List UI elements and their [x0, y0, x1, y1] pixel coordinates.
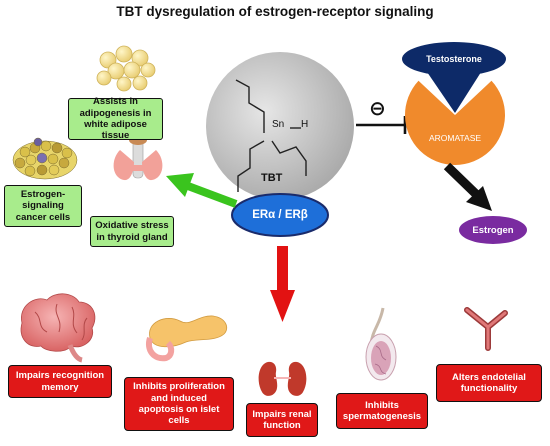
- pancreas-icon: [146, 315, 228, 362]
- estrogen-oval: [459, 216, 527, 244]
- inhibition-line: [356, 116, 407, 134]
- receptor-label: ERα / ERβ: [252, 209, 308, 221]
- adipogenesis-box: Assists in adipogenesis in white adipose…: [68, 96, 163, 141]
- renal-box: Impairs renal function: [246, 403, 318, 437]
- endothelial-box: Alters endotelial functionality: [436, 364, 542, 402]
- kidney-icon: [258, 361, 307, 396]
- receptor-oval: [231, 193, 329, 237]
- cancer-cells-box: Estrogen-signaling cancer cells: [4, 185, 82, 227]
- testis-icon: [365, 307, 397, 381]
- tbt-sphere: [206, 52, 354, 200]
- estrogen-label: Estrogen: [472, 224, 514, 236]
- islet-cells-box: Inhibits proliferation and induced apopt…: [124, 377, 234, 431]
- aromatase-label: AROMATASE: [428, 133, 482, 143]
- testosterone-oval: [402, 42, 506, 76]
- inhibition-symbol: ⊖: [369, 98, 386, 120]
- h-atom-label: H: [301, 119, 309, 130]
- testosterone-wedge: [425, 69, 483, 113]
- aromatase-shape: [405, 80, 506, 165]
- thyroid-box: Oxidative stress in thyroid gland: [90, 216, 174, 247]
- thyroid-icon: [113, 135, 163, 181]
- blood-vessel-icon: [464, 307, 508, 351]
- testosterone-label: Testosterone: [426, 54, 482, 64]
- aromatase-to-estrogen-arrow: [443, 162, 492, 211]
- green-arrow: [166, 173, 238, 208]
- tbt-label: TBT: [261, 172, 283, 184]
- fat-cells-icon: [96, 45, 156, 92]
- tbt-structure: [235, 79, 307, 192]
- brain-icon: [20, 293, 96, 363]
- red-arrow: [270, 246, 295, 322]
- sn-atom-label: Sn: [272, 119, 285, 130]
- spermatogenesis-box: Inhibits spermatogenesis: [336, 393, 428, 429]
- diagram-title: TBT dysregulation of estrogen-receptor s…: [116, 4, 434, 19]
- cancer-cells-icon: [12, 137, 78, 180]
- memory-box: Impairs recognition memory: [8, 365, 112, 398]
